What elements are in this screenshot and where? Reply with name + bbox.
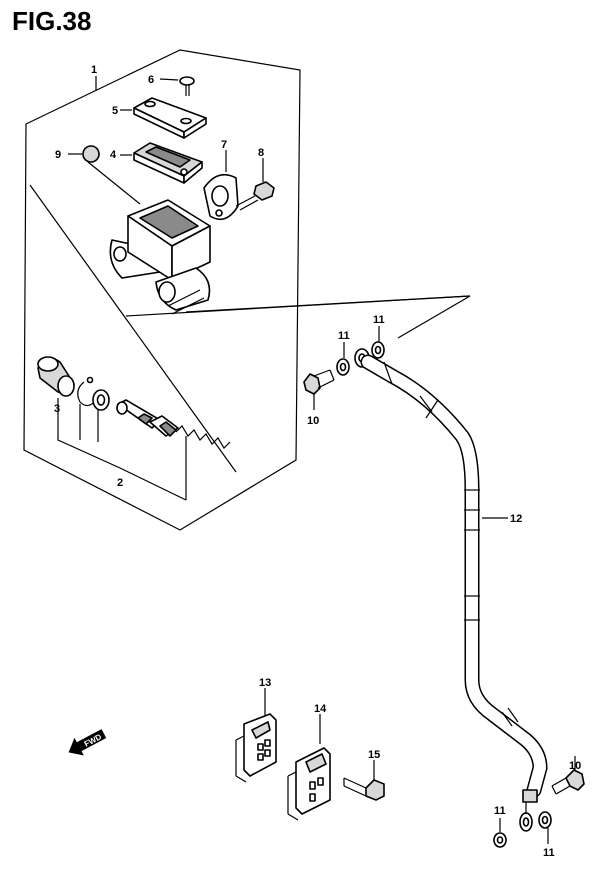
leader-line [397,295,471,339]
part-15-bolt [343,760,385,801]
callout-4: 4 [110,149,117,161]
callout-5: 5 [112,105,118,117]
part-11-washer-upper-a [336,342,350,376]
fwd-direction-indicator: FWD [68,729,107,756]
callout-10-upper: 10 [307,415,319,427]
part-14-hose-clamp [287,714,331,821]
leader-line [185,295,471,313]
part-11-washer-upper-b [371,326,385,359]
part-12-brake-hose [354,348,548,832]
callout-14: 14 [314,703,327,715]
callout-10-lower: 10 [569,760,581,772]
callout-13: 13 [259,677,271,689]
part-7-clamp [203,150,239,221]
assembly-boundary [23,49,301,531]
callout-8: 8 [258,147,264,159]
part-10-banjo-bolt-lower [551,756,585,795]
callout-7: 7 [221,139,227,151]
callout-1: 1 [91,64,97,76]
callout-2-bracket [57,426,187,501]
figure-title: FIG.38 [12,6,92,36]
callout-11-upper-b: 11 [373,314,385,326]
callout-11-lower-a: 11 [494,805,506,817]
callout-11-upper-a: 11 [338,330,350,342]
callout-2: 2 [117,477,123,489]
part-9-sight-glass [68,145,141,205]
part-11-washer-lower-b [538,811,552,844]
part-13-hose-guide [235,688,277,783]
part-4-diaphragm [120,142,203,184]
callout-12: 12 [510,513,522,525]
part-8-bolt [235,158,275,211]
washer [92,389,110,442]
part-10-banjo-bolt-upper [303,369,335,410]
part-3-boot [37,356,75,426]
master-cylinder-body [109,199,211,315]
part-6-screw [159,76,195,96]
piston-assembly [116,399,231,500]
leader-line [29,184,237,473]
part-5-cap [120,97,207,139]
callout-9: 9 [55,149,61,161]
part-11-washer-lower-a [493,818,507,848]
callout-11-lower-b: 11 [543,847,555,859]
callout-3: 3 [54,403,60,415]
circlip [77,376,97,440]
callout-6: 6 [148,74,154,86]
callout-15: 15 [368,749,380,761]
